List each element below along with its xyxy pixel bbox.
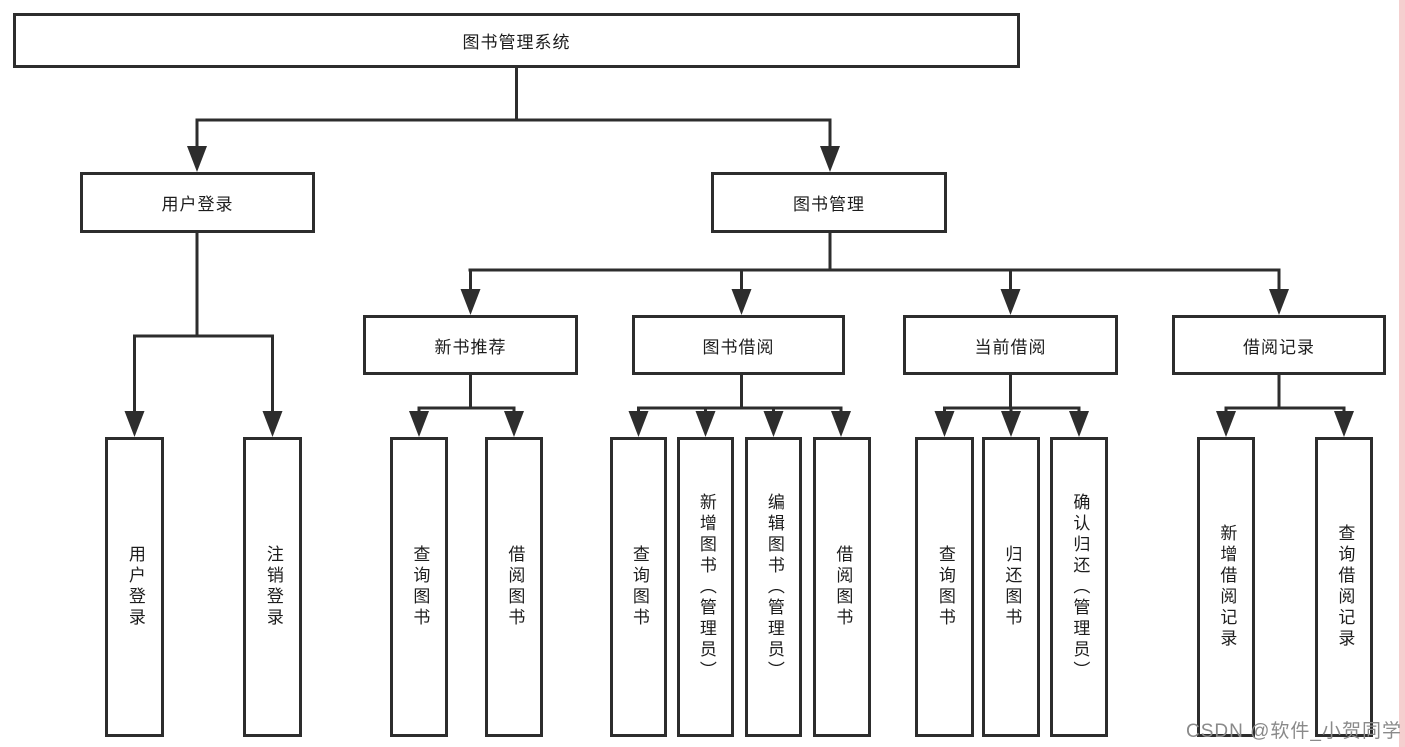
leaf-query-book-recommend: 查询图书 [390, 437, 448, 737]
node-borrow-records: 借阅记录 [1172, 315, 1386, 375]
leaf-query-book-borrow-label: 查询图书 [629, 545, 649, 629]
connector-new-book-recommend-to-leaves [409, 375, 524, 437]
leaf-confirm-return-admin: 确认归还（管理员） [1050, 437, 1108, 737]
connector-book-management-to-groups [460, 233, 1289, 315]
watermark: CSDN @软件_小贺同学 [1186, 721, 1402, 742]
node-current-borrow: 当前借阅 [903, 315, 1118, 375]
leaf-return-book: 归还图书 [982, 437, 1040, 737]
leaf-borrow-book-label: 借阅图书 [833, 545, 853, 629]
leaf-query-borrow-record-label: 查询借阅记录 [1335, 524, 1355, 650]
connector-book-borrow-to-leaves [628, 375, 851, 437]
leaf-borrow-book-recommend-label: 借阅图书 [505, 545, 525, 629]
node-book-management: 图书管理 [711, 172, 947, 233]
connector-root-to-level2 [187, 68, 840, 172]
leaf-edit-book-admin: 编辑图书（管理员） [745, 437, 802, 737]
leaf-user-login: 用户登录 [105, 437, 164, 737]
node-root: 图书管理系统 [13, 13, 1020, 68]
node-user-login: 用户登录 [80, 172, 315, 233]
leaf-add-book-admin: 新增图书（管理员） [677, 437, 734, 737]
node-book-borrow: 图书借阅 [632, 315, 845, 375]
leaf-edit-book-admin-label: 编辑图书（管理员） [764, 492, 784, 682]
leaf-query-borrow-record: 查询借阅记录 [1315, 437, 1373, 737]
leaf-add-borrow-record-label: 新增借阅记录 [1217, 524, 1237, 650]
leaf-borrow-book: 借阅图书 [813, 437, 871, 737]
leaf-query-book-current: 查询图书 [915, 437, 974, 737]
connector-user-login-to-leaves [124, 233, 283, 437]
leaf-logout-label: 注销登录 [263, 545, 283, 629]
right-edge-strip [1399, 0, 1405, 747]
leaf-add-borrow-record: 新增借阅记录 [1197, 437, 1255, 737]
connector-current-borrow-to-leaves [934, 375, 1089, 437]
leaf-return-book-label: 归还图书 [1002, 545, 1022, 629]
leaf-query-book-recommend-label: 查询图书 [410, 545, 430, 629]
leaf-query-book-borrow: 查询图书 [610, 437, 667, 737]
leaf-borrow-book-recommend: 借阅图书 [485, 437, 543, 737]
leaf-confirm-return-admin-label: 确认归还（管理员） [1070, 492, 1090, 682]
node-new-book-recommend: 新书推荐 [363, 315, 578, 375]
leaf-logout: 注销登录 [243, 437, 302, 737]
leaf-user-login-label: 用户登录 [125, 545, 145, 629]
leaf-add-book-admin-label: 新增图书（管理员） [696, 492, 716, 682]
leaf-query-book-current-label: 查询图书 [935, 545, 955, 629]
connector-borrow-records-to-leaves [1216, 375, 1354, 437]
